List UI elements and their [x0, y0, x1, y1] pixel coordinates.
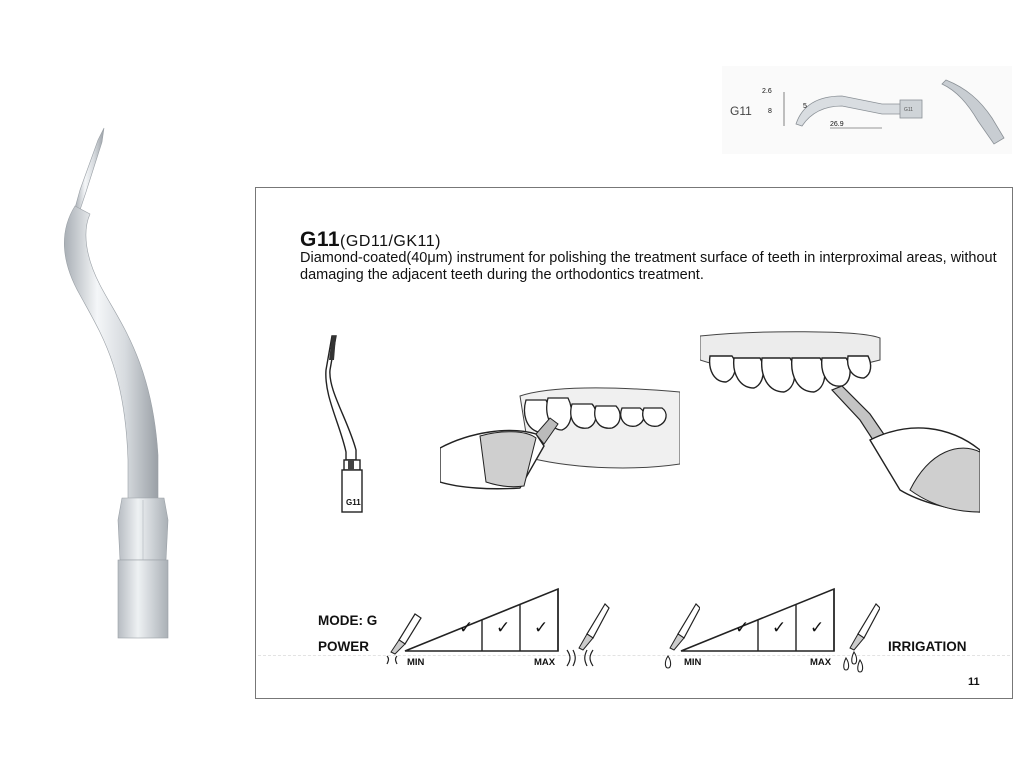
power-check-1-icon: ✓: [459, 618, 474, 637]
irrigation-scale: [680, 587, 835, 652]
power-scale: [404, 587, 559, 652]
power-min-label: MIN: [407, 657, 425, 668]
mode-label: MODE: G: [318, 613, 378, 628]
title-main: G11: [300, 228, 341, 251]
dim-c: 5: [803, 103, 807, 110]
irrigation-low-icon: [664, 603, 700, 669]
irrigation-check-2-icon: ✓: [772, 618, 787, 637]
title-sub: (GD11/GK11): [340, 233, 441, 250]
power-max-label: MAX: [534, 657, 556, 668]
ref-engraving: G11: [904, 107, 914, 113]
tip-line-drawing: [325, 335, 363, 513]
power-check-2-icon: ✓: [496, 618, 511, 637]
irrigation-max-label: MAX: [810, 657, 832, 668]
handpiece-high-icon: [566, 603, 610, 667]
power-check-3-icon: ✓: [534, 618, 549, 637]
divider: [258, 655, 1010, 656]
page-number: 11: [968, 676, 980, 688]
irrigation-check-3-icon: ✓: [810, 618, 825, 637]
dim-length: 26.9: [830, 121, 844, 128]
dim-a: 2.6: [762, 88, 772, 95]
handpiece-low-icon: [386, 613, 422, 665]
tip-large-image: [64, 127, 169, 639]
power-label: POWER: [318, 639, 370, 654]
dental-illustration-front: [700, 331, 980, 513]
irrigation-min-label: MIN: [684, 657, 702, 668]
ref-model-label: G11: [730, 104, 752, 118]
card-description: Diamond-coated(40μm) instrument for poli…: [300, 250, 997, 283]
dim-b: 8: [768, 108, 772, 115]
dimension-drawing: [722, 66, 1012, 154]
card-title: G11(GD11/GK11): [300, 228, 441, 252]
irrigation-check-1-icon: ✓: [735, 618, 750, 637]
irrigation-label: IRRIGATION: [888, 639, 967, 654]
irrigation-high-icon: [843, 603, 880, 673]
tip-engraving: G11: [346, 498, 361, 507]
dental-illustration-side: [440, 387, 680, 490]
